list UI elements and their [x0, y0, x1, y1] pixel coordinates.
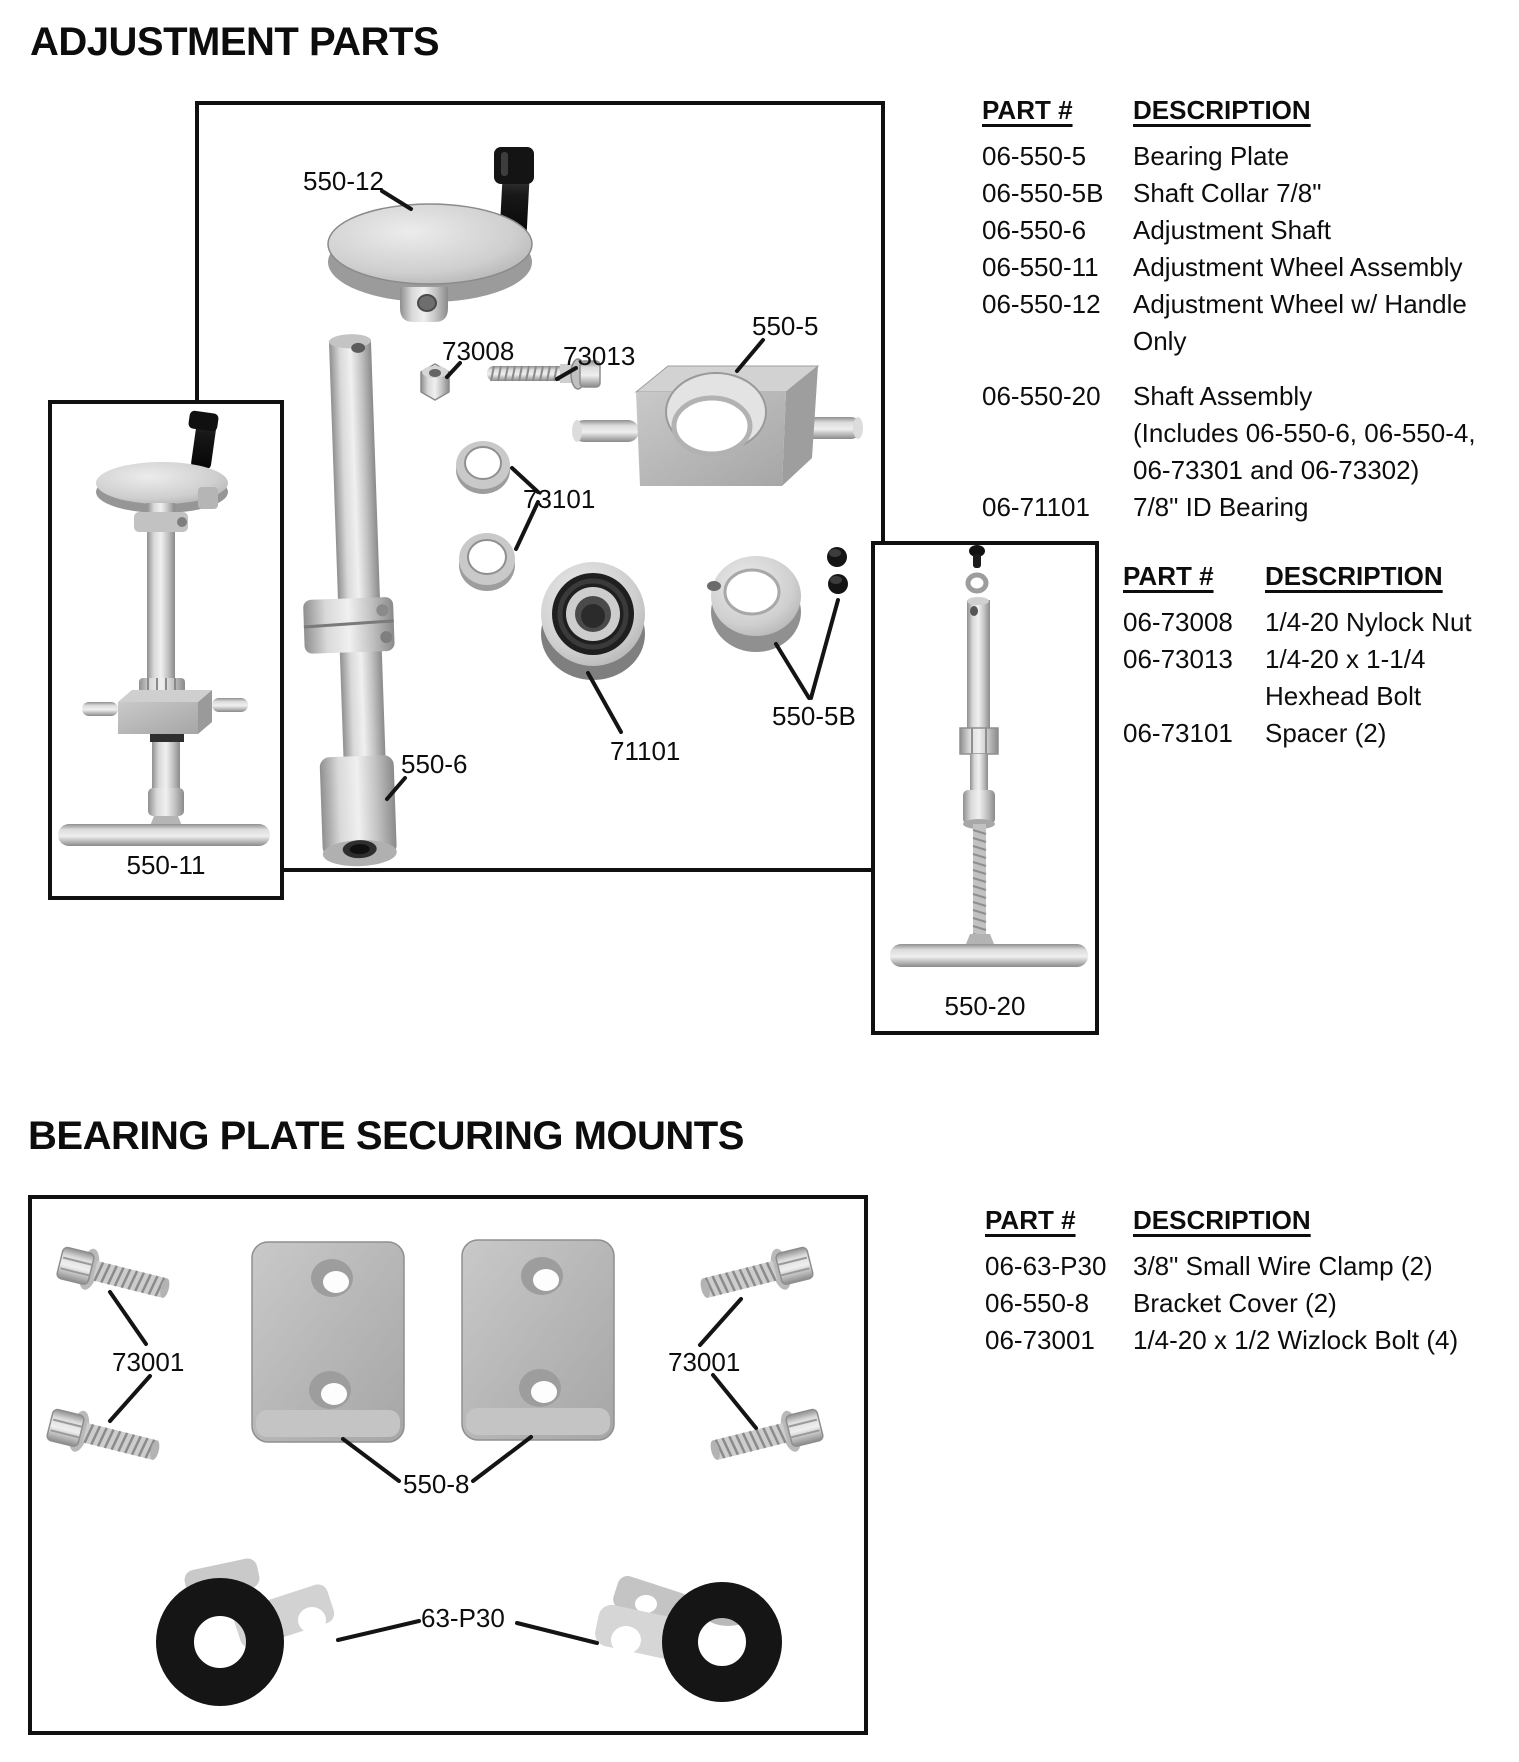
adjustment-parts-table-a: PART # DESCRIPTION 06-550-5 Bearing Plat… — [982, 92, 1505, 526]
part-number-cell: 06-63-P30 — [985, 1251, 1107, 1281]
table-row: 06-550-6 Adjustment Shaft — [982, 212, 1505, 249]
description-cell: Adjustment Wheel w/ Handle Only — [1133, 289, 1467, 356]
description-cell: Adjustment Wheel Assembly — [1133, 252, 1463, 282]
part-label-63-p30: 63-P30 — [421, 1603, 505, 1633]
part-number-cell: 06-550-12 — [982, 289, 1101, 319]
description-cell: Adjustment Shaft — [1133, 215, 1331, 245]
description-cell: Spacer (2) — [1265, 718, 1387, 748]
part-label-550-5: 550-5 — [752, 311, 819, 341]
table-row: 06-73008 1/4-20 Nylock Nut — [1123, 604, 1519, 641]
part-number-header: PART # — [982, 95, 1073, 125]
part-number-cell: 06-73008 — [1123, 607, 1233, 637]
description-cell: 1/4-20 Nylock Nut — [1265, 607, 1472, 637]
part-number-cell: 06-550-5 — [982, 141, 1087, 171]
part-label-71101: 71101 — [610, 736, 681, 766]
table-row: 06-550-12 Adjustment Wheel w/ Handle Onl… — [982, 286, 1505, 360]
part-label-73001-right: 73001 — [668, 1347, 741, 1377]
part-label-550-20: 550-20 — [944, 991, 1026, 1021]
part-number-cell: 06-73101 — [1123, 718, 1233, 748]
part-label-550-8: 550-8 — [403, 1469, 470, 1499]
description-header: DESCRIPTION — [1133, 95, 1311, 125]
part-number-cell: 06-550-5B — [982, 178, 1104, 208]
table-row: 06-550-5B Shaft Collar 7/8" — [982, 175, 1505, 212]
description-cell: Bracket Cover (2) — [1133, 1288, 1337, 1318]
part-number-cell: 06-550-6 — [982, 215, 1087, 245]
part-number-cell: 06-73001 — [985, 1325, 1095, 1355]
part-number-header: PART # — [985, 1205, 1076, 1235]
table-row: 06-73013 1/4-20 x 1-1/4 Hexhead Bolt — [1123, 641, 1519, 715]
part-number-cell: 06-550-8 — [985, 1288, 1090, 1318]
part-label-73008: 73008 — [442, 336, 515, 366]
securing-mounts-parts-table: PART # DESCRIPTION 06-63-P30 3/8" Small … — [985, 1202, 1505, 1359]
part-label-73013: 73013 — [563, 341, 636, 371]
part-number-header: PART # — [1123, 561, 1214, 591]
adjustment-parts-table-b: PART # DESCRIPTION 06-73008 1/4-20 Nyloc… — [1123, 558, 1519, 752]
securing-mounts-diagram-frame — [28, 1195, 868, 1735]
section1-title: ADJUSTMENT PARTS — [30, 20, 440, 64]
description-cell: Bearing Plate — [1133, 141, 1290, 171]
description-cell: 3/8" Small Wire Clamp (2) — [1133, 1251, 1433, 1281]
description-cell: Shaft Assembly (Includes 06-550-6, 06-55… — [1133, 381, 1476, 485]
description-cell: 1/4-20 x 1-1/4 Hexhead Bolt — [1265, 644, 1426, 711]
table-header-row: PART # DESCRIPTION — [985, 1202, 1505, 1239]
table-row: 06-550-20 Shaft Assembly (Includes 06-55… — [982, 378, 1505, 489]
part-label-550-6: 550-6 — [401, 749, 468, 779]
description-header: DESCRIPTION — [1265, 561, 1443, 591]
description-cell: 1/4-20 x 1/2 Wizlock Bolt (4) — [1133, 1325, 1459, 1355]
part-label-73101: 73101 — [523, 484, 596, 514]
wheel-assembly-inset-frame — [48, 400, 284, 900]
table-row: 06-550-8 Bracket Cover (2) — [985, 1285, 1505, 1322]
part-number-cell: 06-71101 — [982, 492, 1090, 522]
description-header: DESCRIPTION — [1133, 1205, 1311, 1235]
table-header-row: PART # DESCRIPTION — [1123, 558, 1519, 595]
table-row: 06-550-11 Adjustment Wheel Assembly — [982, 249, 1505, 286]
part-number-cell: 06-73013 — [1123, 644, 1233, 674]
table-row: 06-73001 1/4-20 x 1/2 Wizlock Bolt (4) — [985, 1322, 1505, 1359]
section2-title: BEARING PLATE SECURING MOUNTS — [28, 1114, 744, 1158]
table-row: 06-73101 Spacer (2) — [1123, 715, 1519, 752]
part-number-cell: 06-550-11 — [982, 252, 1099, 282]
description-cell: 7/8" ID Bearing — [1133, 492, 1309, 522]
table-row: 06-71101 7/8" ID Bearing — [982, 489, 1505, 526]
table-row: 06-550-5 Bearing Plate — [982, 138, 1505, 175]
part-label-550-12: 550-12 — [303, 166, 384, 196]
part-number-cell: 06-550-20 — [982, 381, 1101, 411]
part-label-73001-left: 73001 — [112, 1347, 185, 1377]
adjustment-parts-diagram-frame — [195, 101, 885, 872]
description-cell: Shaft Collar 7/8" — [1133, 178, 1322, 208]
shaft-assembly-inset-frame — [871, 541, 1099, 1035]
part-label-550-11: 550-11 — [126, 850, 206, 880]
table-header-row: PART # DESCRIPTION — [982, 92, 1505, 129]
table-row: 06-63-P30 3/8" Small Wire Clamp (2) — [985, 1248, 1505, 1285]
part-label-550-5b: 550-5B — [772, 701, 856, 731]
